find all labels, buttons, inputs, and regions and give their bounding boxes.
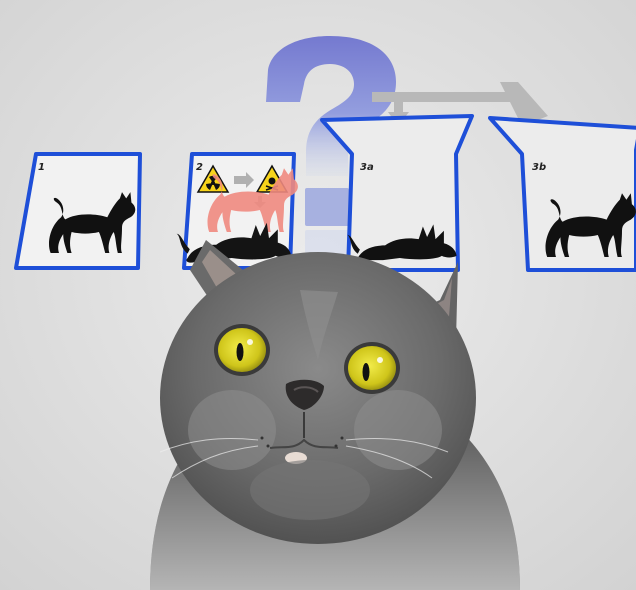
panel-label: 3b: [532, 162, 546, 173]
panel-1: 1: [16, 154, 140, 268]
panel-2: 2: [177, 154, 298, 268]
panel-label: 2: [196, 162, 203, 173]
right-eye: [344, 342, 400, 394]
panel-label: 1: [38, 162, 45, 173]
left-eye: [214, 324, 270, 376]
panel-label: 3a: [360, 162, 374, 173]
